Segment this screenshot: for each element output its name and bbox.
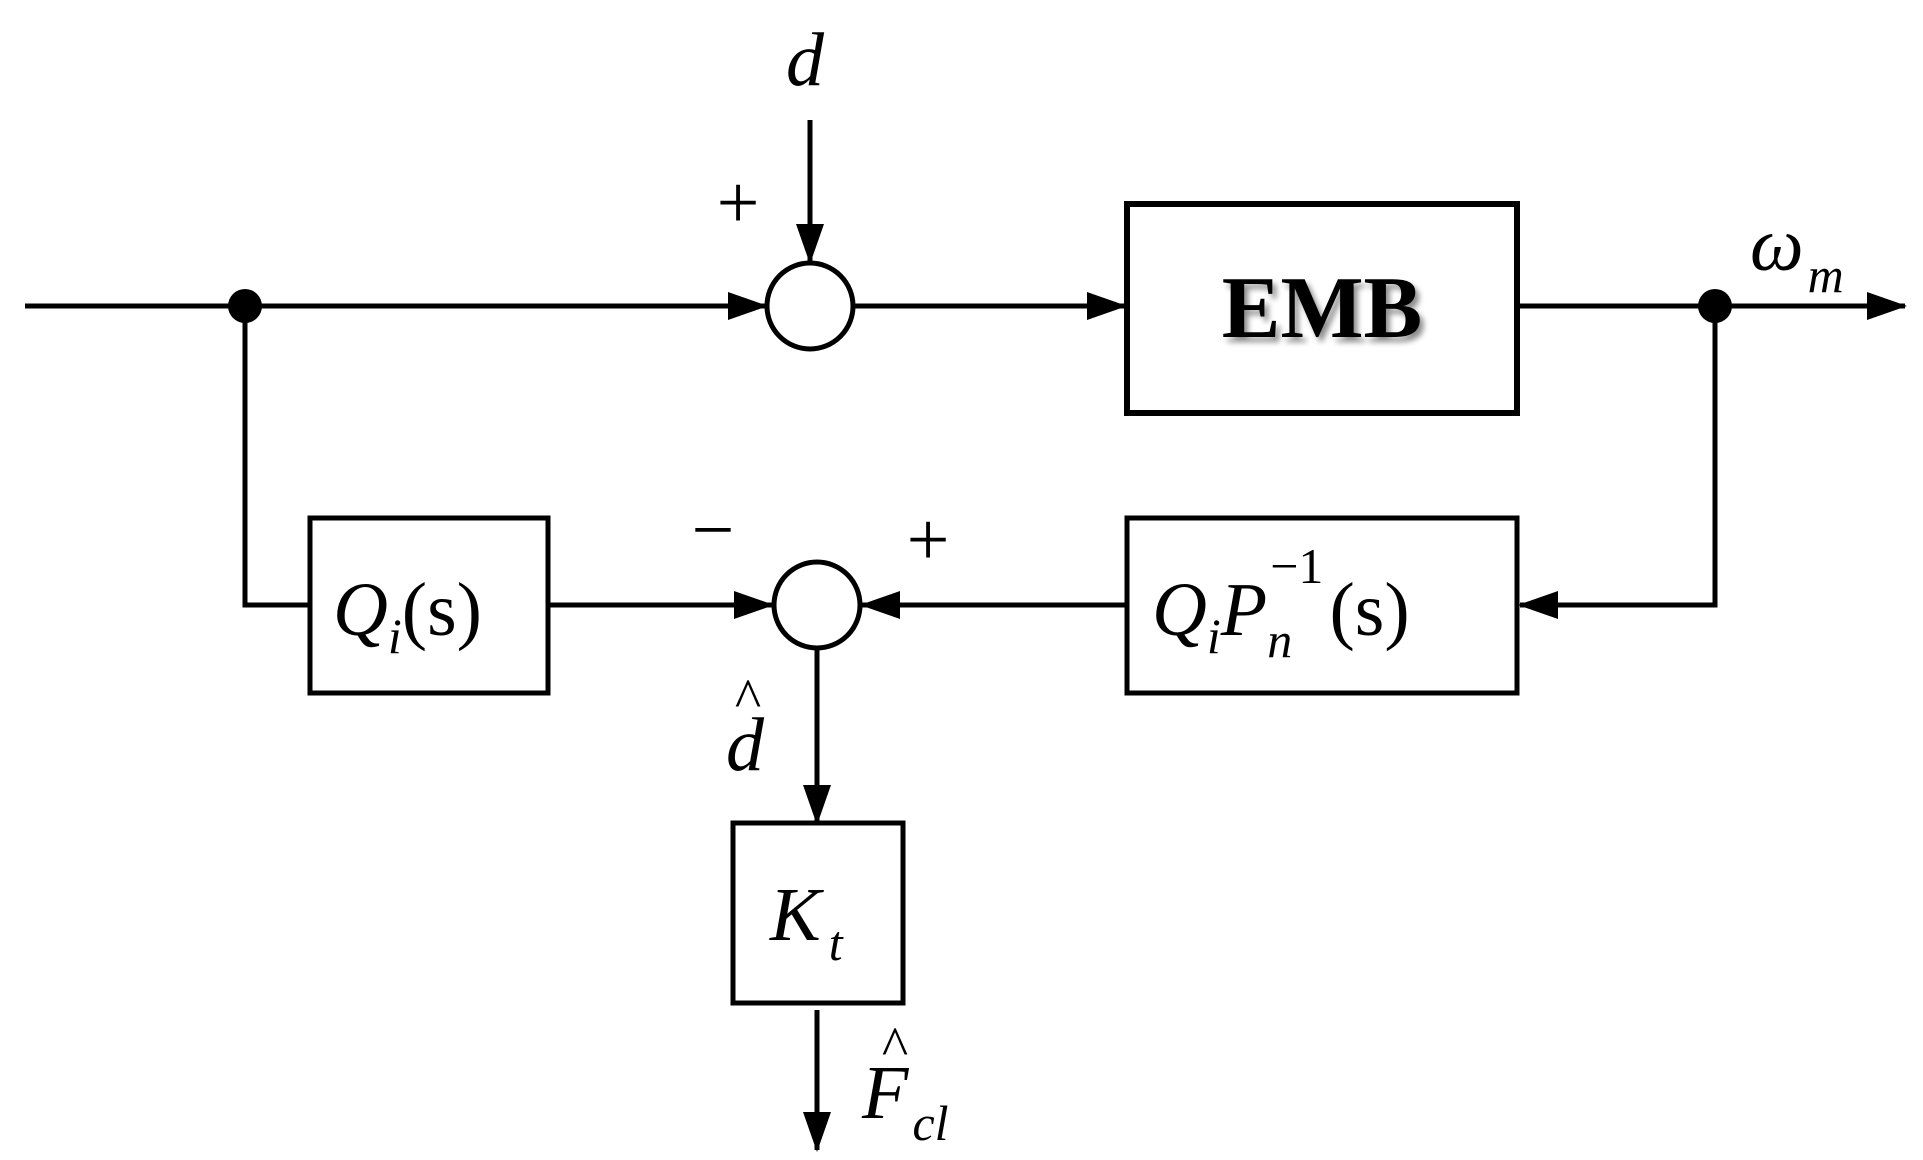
- bottom-junction-plus-sign: +: [907, 498, 950, 582]
- disturbance-label: d: [786, 18, 825, 102]
- force-hat: ^: [882, 1016, 908, 1078]
- plant-label: EMB: [1222, 260, 1422, 357]
- summing-junction-bottom: [771, 559, 863, 651]
- gain-block: [730, 820, 906, 1006]
- estimate-hat: ^: [735, 668, 761, 730]
- branch-point-input: [228, 289, 262, 323]
- lowpass-filter-block: [307, 515, 551, 696]
- force-label: Fcl: [861, 1051, 949, 1151]
- inverse-model-label: QiPn−1(s): [1152, 538, 1410, 668]
- bottom-junction-minus-sign: −: [692, 488, 735, 572]
- feedforward-branch-line: [242, 306, 310, 608]
- output-label: ωm: [1750, 203, 1844, 303]
- top-junction-plus-sign: +: [717, 161, 760, 245]
- summing-junction-top: [764, 260, 856, 352]
- branch-point-output: [1698, 289, 1732, 323]
- plant-block: [1124, 201, 1520, 416]
- estimate-label: d: [726, 703, 765, 787]
- inverse-model-block: [1124, 515, 1520, 696]
- lowpass-filter-label: Qi(s): [333, 568, 482, 664]
- feedback-branch-line: [1518, 306, 1718, 619]
